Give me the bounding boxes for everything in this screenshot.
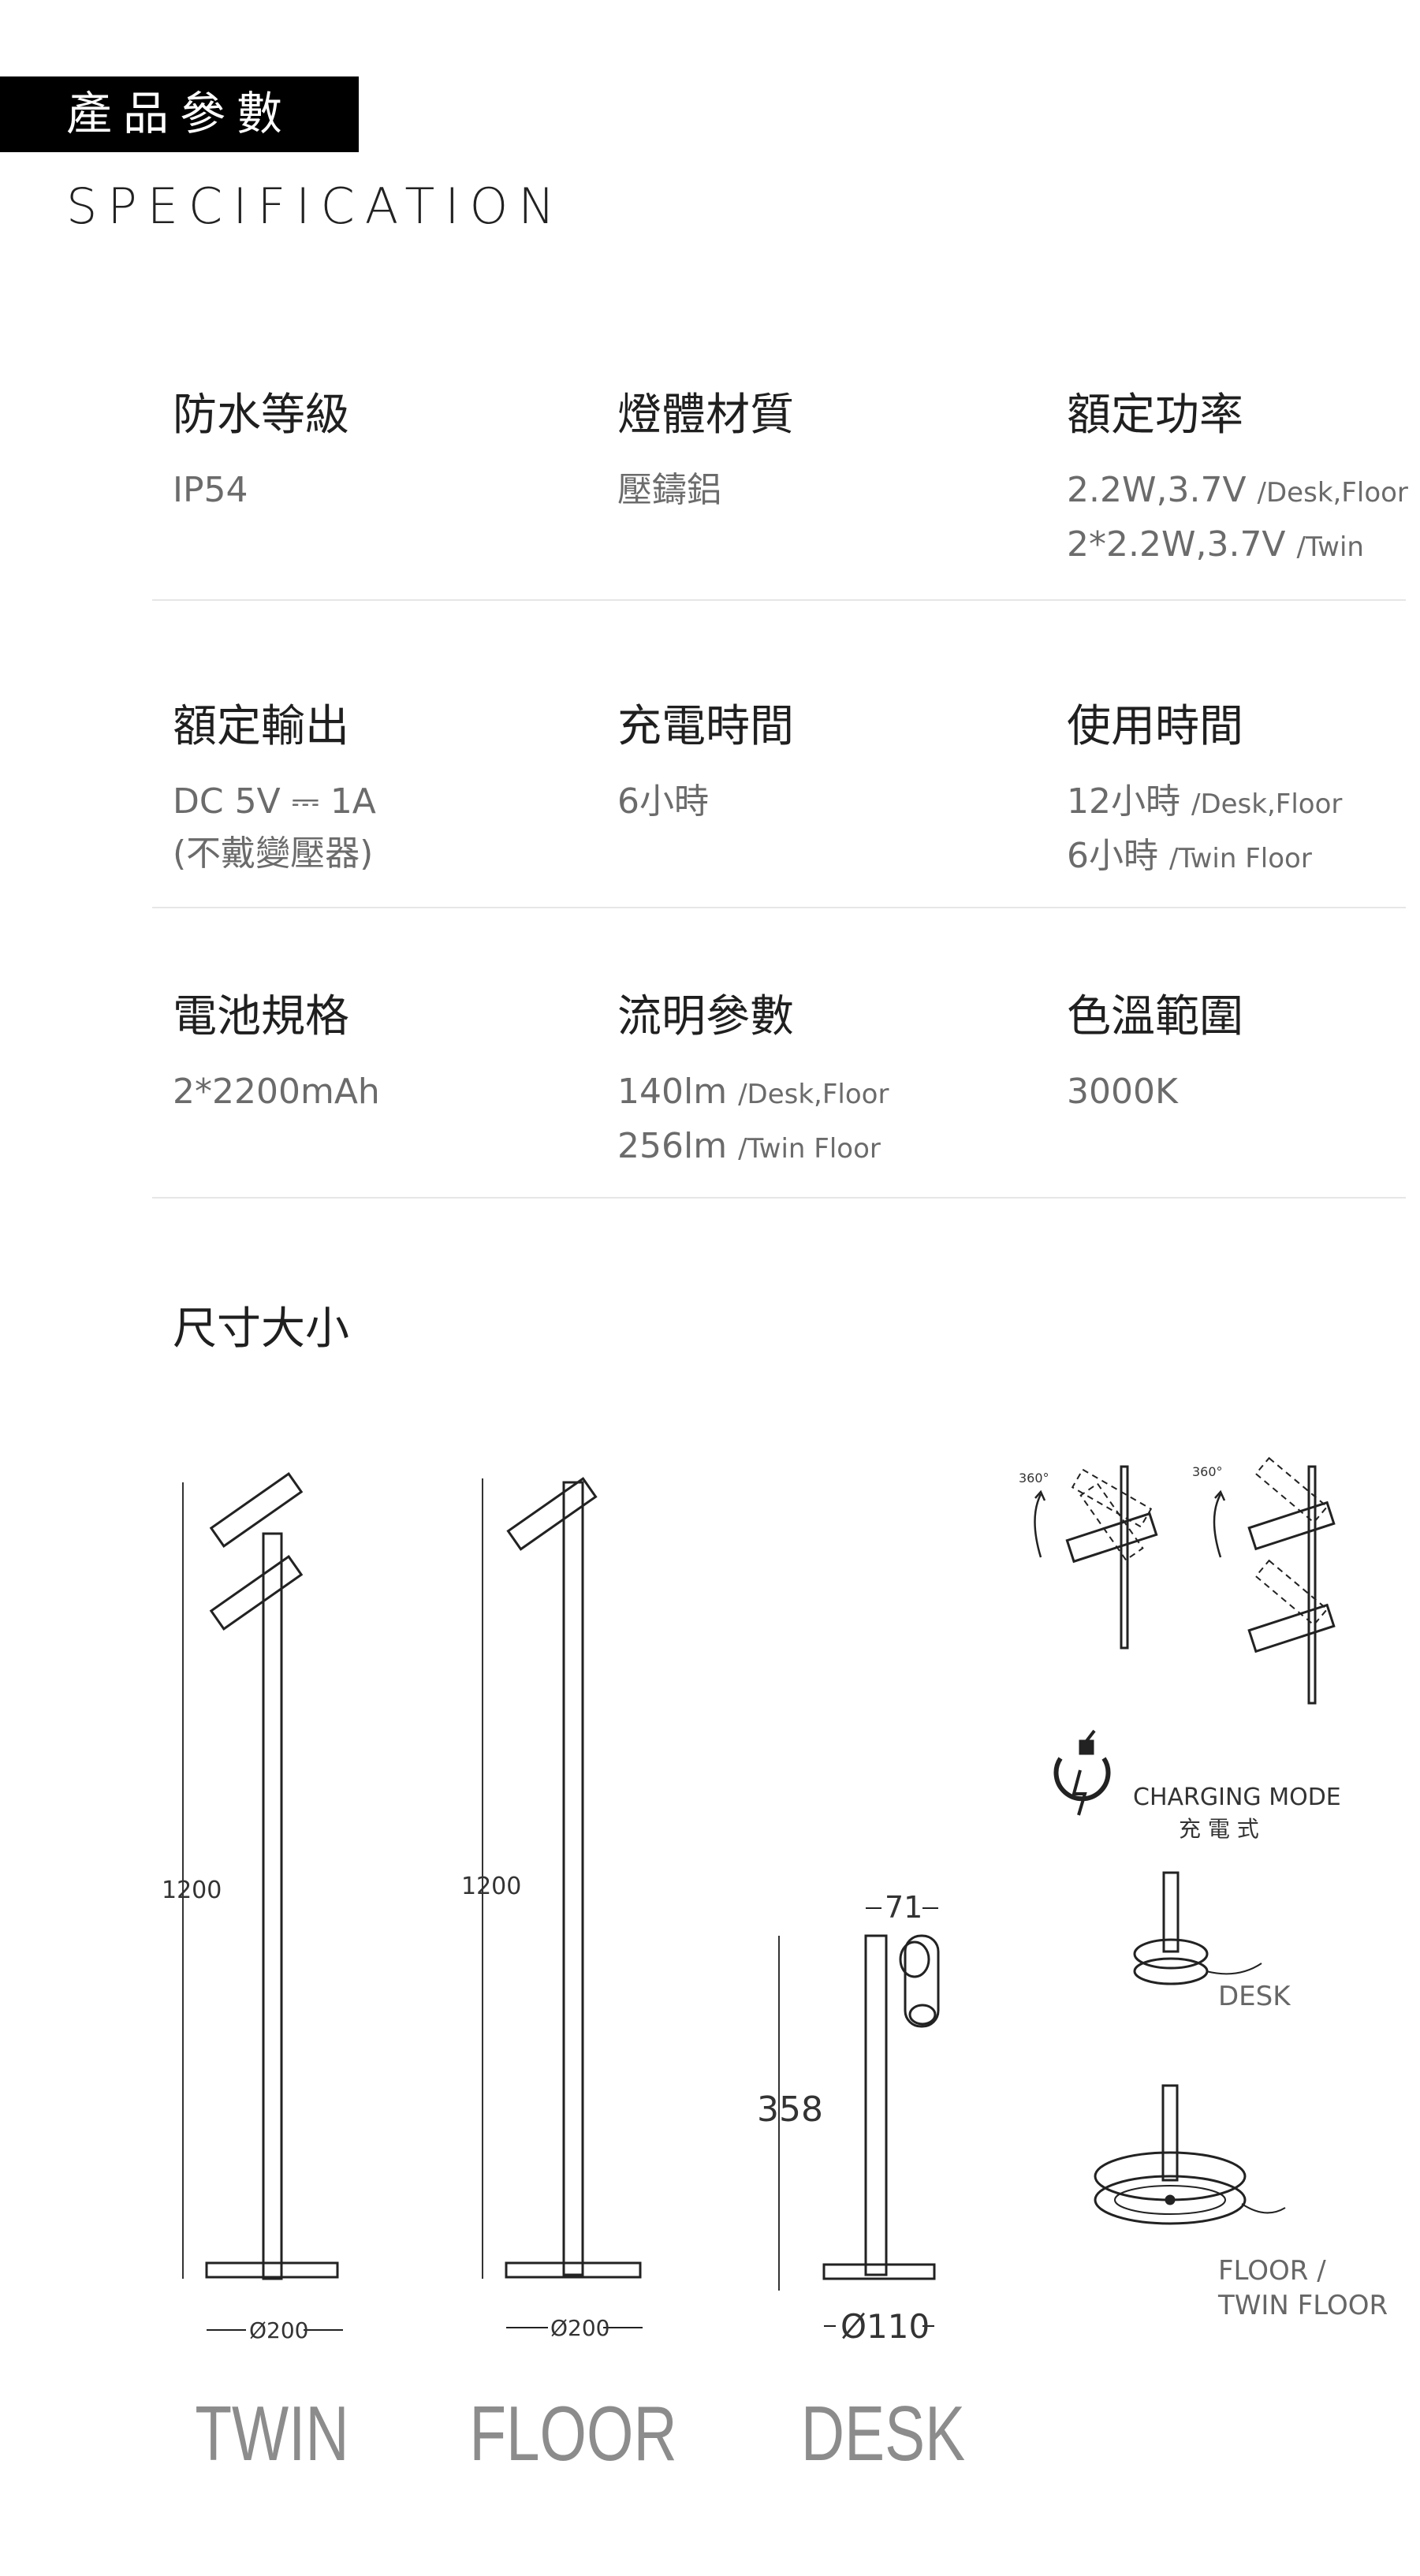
- dimensions-title: 尺寸大小: [173, 1303, 349, 1355]
- spec-value-line: 12小時: [1067, 781, 1180, 822]
- spec-value: 壓鑄鋁: [617, 470, 721, 510]
- spec-value-line: 2*2.2W,3.7V: [1067, 524, 1286, 565]
- spec-value-note: /Twin Floor: [738, 1133, 881, 1165]
- desk-charging-base: [1133, 1871, 1262, 1985]
- spec-value: 140lm /Desk,Floor 256lm /Twin Floor: [617, 1066, 889, 1175]
- rotation-illustration-left: [1034, 1465, 1158, 1650]
- floor-charging-label: FLOOR / TWIN FLOOR: [1218, 2254, 1388, 2323]
- rotation-label-right: 360°: [1192, 1464, 1223, 1479]
- spec-value-note: /Twin Floor: [1169, 843, 1312, 874]
- spec-value-line: 6小時: [1067, 836, 1158, 876]
- spec-charge-time: 充電時間 6小時: [617, 702, 794, 828]
- spec-label: 電池規格: [173, 991, 349, 1042]
- charging-mode-zh-label: 充 電 式: [1179, 1816, 1259, 1842]
- spec-value-line: 140lm: [617, 1072, 728, 1112]
- spec-label: 燈體材質: [617, 390, 794, 441]
- spec-label: 充電時間: [617, 701, 794, 752]
- spec-output: 額定輸出 DC 5V ⎓ 1A (不戴變壓器): [173, 702, 376, 880]
- spec-value: 2*2200mAh: [173, 1072, 380, 1112]
- spec-value: 2.2W,3.7V /Desk,Floor 2*2.2W,3.7V /Twin: [1067, 464, 1408, 573]
- spec-value-note: /Desk,Floor: [1257, 477, 1408, 509]
- spec-color-temp: 色溫範圍 3000K: [1067, 992, 1243, 1118]
- spec-value-note: /Twin: [1296, 531, 1364, 563]
- spec-value-line: 256lm: [617, 1126, 728, 1166]
- spec-value: IP54: [173, 470, 248, 510]
- charging-mode-label: CHARGING MODE: [1133, 1784, 1341, 1811]
- floor-charging-label-line2: TWIN FLOOR: [1218, 2290, 1388, 2321]
- spec-use-time: 使用時間 12小時 /Desk,Floor 6小時 /Twin Floor: [1067, 702, 1342, 885]
- floor-name-label: FLOOR: [469, 2390, 676, 2477]
- floor-height-label: 1200: [461, 1873, 521, 1900]
- spec-value: 6小時: [617, 781, 709, 822]
- spec-waterproof: 防水等級 IP54: [173, 390, 349, 516]
- spec-value-note: /Desk,Floor: [738, 1079, 889, 1110]
- floor-base-label: Ø200: [550, 2315, 609, 2341]
- spec-row-3: 電池規格 2*2200mAh 流明參數 140lm /Desk,Floor 25…: [152, 992, 1406, 1199]
- spec-value: 3000K: [1067, 1072, 1178, 1112]
- page-subtitle: SPECIFICATION: [66, 177, 565, 235]
- spec-label: 色溫範圍: [1067, 991, 1243, 1042]
- spec-lumen: 流明參數 140lm /Desk,Floor 256lm /Twin Floor: [617, 992, 889, 1175]
- charging-icon: [1053, 1729, 1111, 1816]
- spec-battery: 電池規格 2*2200mAh: [173, 992, 380, 1118]
- floor-charging-label-line1: FLOOR /: [1218, 2255, 1326, 2287]
- spec-value-line: 1A: [330, 781, 376, 822]
- spec-value-line: (不戴變壓器): [173, 833, 374, 874]
- twin-base-label: Ø200: [249, 2317, 308, 2343]
- desk-width-label: 71: [885, 1890, 922, 1925]
- spec-row-1: 防水等級 IP54 燈體材質 壓鑄鋁 額定功率 2.2W,3.7V /Desk,…: [152, 390, 1408, 601]
- twin-height-label: 1200: [162, 1877, 222, 1904]
- desk-height-label: 358: [757, 2090, 823, 2130]
- page-title: 產品參數: [66, 87, 294, 140]
- desk-charging-label: DESK: [1218, 1981, 1291, 2012]
- spec-label: 防水等級: [173, 390, 349, 441]
- twin-name-label: TWIN: [195, 2390, 348, 2477]
- spec-value: 12小時 /Desk,Floor 6小時 /Twin Floor: [1067, 776, 1342, 885]
- spec-material: 燈體材質 壓鑄鋁: [617, 390, 794, 516]
- spec-label: 流明參數: [617, 991, 794, 1042]
- header-title-bar: 產品參數: [0, 76, 359, 152]
- spec-value-note: /Desk,Floor: [1191, 788, 1343, 820]
- floor-lamp-drawing: [482, 1477, 643, 2328]
- spec-value-line: DC 5V: [173, 781, 281, 822]
- spec-row-2: 額定輸出 DC 5V ⎓ 1A (不戴變壓器) 充電時間 6小時 使用時間 12…: [152, 702, 1406, 908]
- desk-name-label: DESK: [801, 2390, 965, 2477]
- spec-value-line: 2.2W,3.7V: [1067, 470, 1247, 510]
- spec-value: DC 5V ⎓ 1A (不戴變壓器): [173, 776, 376, 880]
- spec-label: 額定功率: [1067, 390, 1243, 441]
- twin-lamp-drawing: [182, 1472, 343, 2331]
- desk-base-label: Ø110: [840, 2307, 930, 2346]
- spec-label: 額定輸出: [173, 701, 349, 752]
- dc-symbol: ⎓: [291, 781, 319, 822]
- floor-charging-base: [1094, 2084, 1286, 2225]
- desk-lamp-drawing: [778, 1907, 940, 2327]
- spec-label: 使用時間: [1067, 701, 1243, 752]
- spec-power: 額定功率 2.2W,3.7V /Desk,Floor 2*2.2W,3.7V /…: [1067, 390, 1408, 573]
- rotation-label-left: 360°: [1019, 1471, 1049, 1486]
- rotation-illustration-right: [1213, 1456, 1336, 1705]
